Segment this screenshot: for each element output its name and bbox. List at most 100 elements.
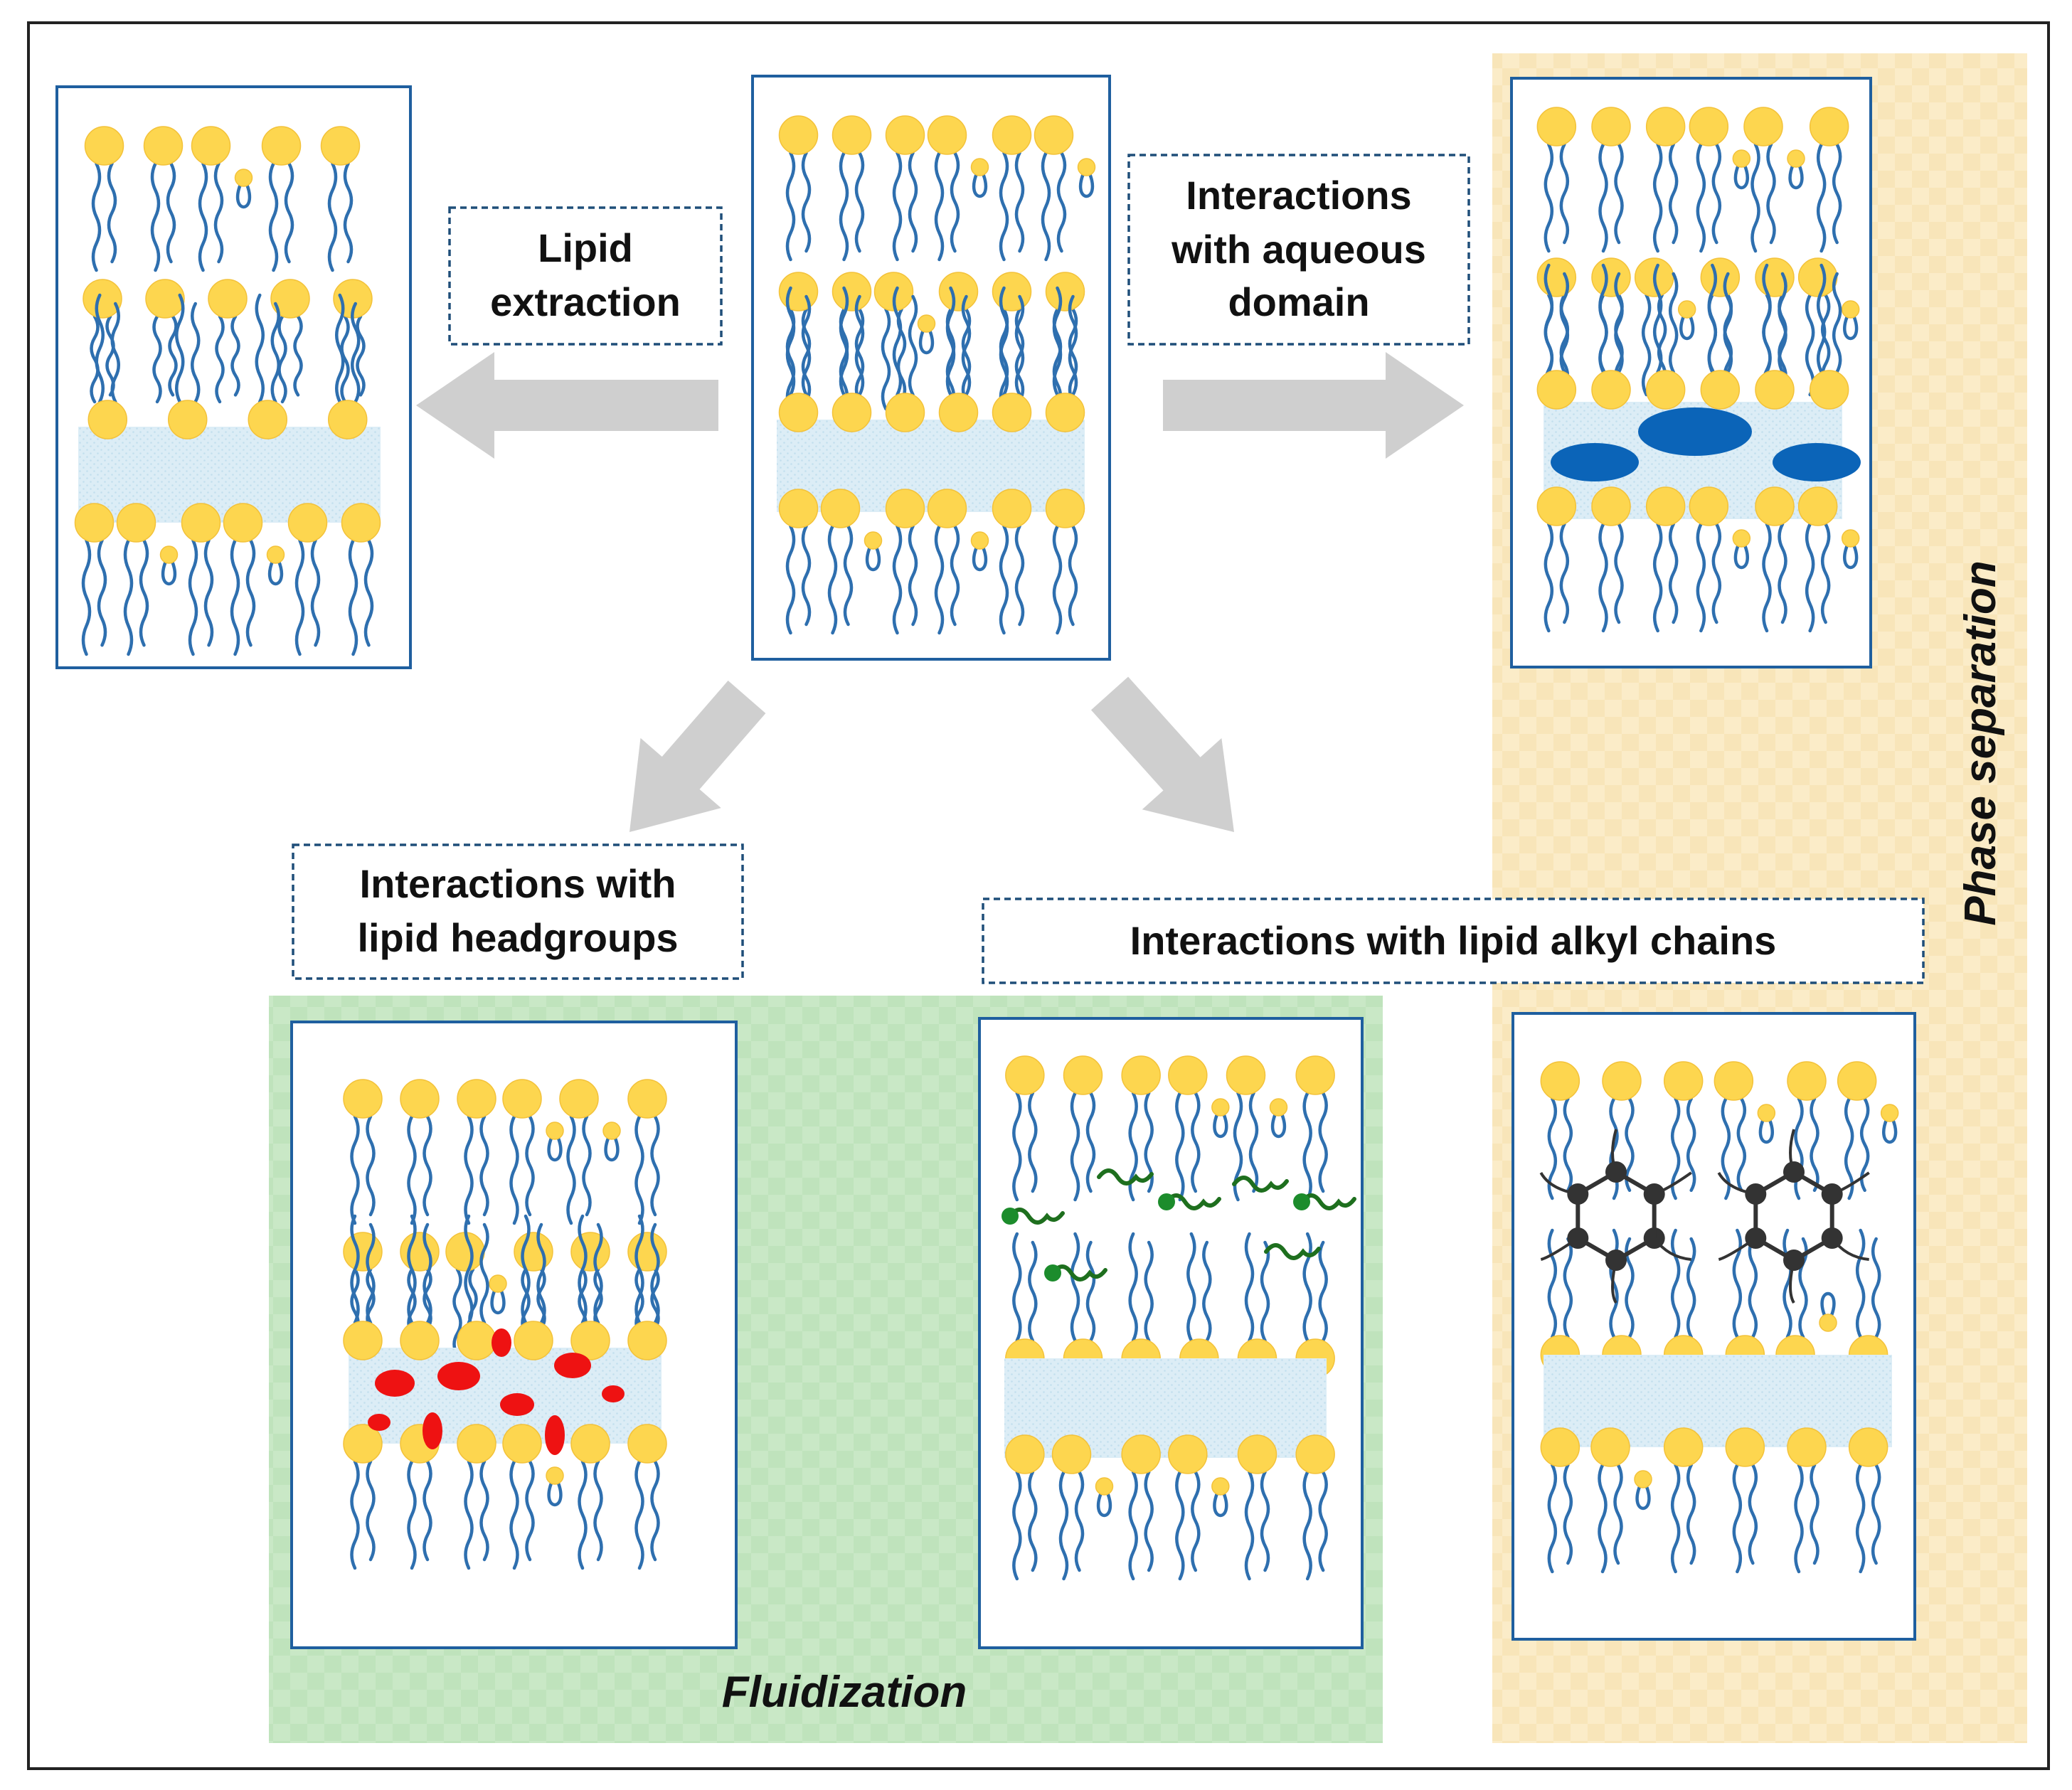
lipid-tail bbox=[1559, 272, 1570, 374]
lipid-tail bbox=[908, 294, 918, 397]
lipid-tail bbox=[1598, 142, 1608, 253]
lipid-tail bbox=[1762, 522, 1772, 633]
lipid-tail bbox=[335, 293, 345, 404]
lipid-tail bbox=[215, 314, 225, 404]
lipid-molecule bbox=[270, 279, 310, 404]
lipid-tail bbox=[277, 314, 287, 404]
label-box-alkyl-chains bbox=[982, 897, 1925, 984]
lipid-molecule bbox=[1063, 1055, 1103, 1202]
aromatic-atom bbox=[1605, 1250, 1627, 1271]
cholesterol-headgroup bbox=[970, 531, 989, 550]
cholesterol-ring bbox=[972, 172, 988, 198]
panel-aqueous-domain bbox=[1510, 77, 1872, 668]
lipid-tail bbox=[1012, 1232, 1022, 1343]
lipid-tail bbox=[839, 286, 849, 397]
lipid-tail bbox=[293, 314, 303, 397]
alkyl-molecule-head bbox=[1158, 1193, 1175, 1210]
cholesterol-headgroup bbox=[970, 158, 989, 176]
lipid-headgroup bbox=[1540, 1427, 1580, 1467]
lipid-tail bbox=[1068, 524, 1078, 627]
lipid-molecule bbox=[502, 1079, 542, 1225]
lipid-tail bbox=[1144, 1240, 1154, 1343]
lipid-tail bbox=[110, 302, 120, 404]
lipid-molecule bbox=[1226, 1055, 1266, 1202]
lipid-tail bbox=[1668, 522, 1679, 624]
cholesterol-ring bbox=[1733, 543, 1749, 570]
lipid-headgroup bbox=[341, 503, 381, 543]
cholesterol-ring bbox=[235, 183, 252, 209]
lipid-molecule bbox=[1034, 115, 1074, 262]
lipid-headgroup bbox=[570, 1321, 610, 1360]
lipid-headgroup bbox=[1645, 370, 1686, 410]
cholesterol-ring bbox=[1843, 314, 1859, 341]
lipid-tail bbox=[1652, 263, 1663, 374]
lipid-tail bbox=[1641, 293, 1652, 397]
lipid-tail bbox=[1028, 1091, 1038, 1193]
panel-native-bilayer bbox=[751, 75, 1111, 661]
cholesterol-headgroup bbox=[266, 545, 285, 564]
process-arrow bbox=[629, 681, 766, 832]
lipid-headgroup bbox=[400, 1079, 440, 1119]
lipid-tail bbox=[1260, 1240, 1270, 1343]
cholesterol-ring bbox=[1788, 164, 1804, 190]
lipid-tail bbox=[934, 524, 945, 635]
aromatic-atom bbox=[1567, 1227, 1589, 1249]
lipid-tail bbox=[351, 302, 361, 404]
lipid-tail bbox=[1052, 286, 1063, 397]
lipid-headgroup bbox=[1591, 257, 1631, 297]
lipid-tail bbox=[1668, 142, 1679, 245]
panel-frame bbox=[751, 75, 1111, 661]
lipid-molecule bbox=[1590, 1427, 1630, 1574]
lipid-molecule bbox=[514, 1214, 553, 1360]
alkyl-molecule-head bbox=[1293, 1193, 1310, 1210]
lipid-tail bbox=[1652, 142, 1663, 253]
lipid-tail bbox=[578, 1214, 588, 1325]
lipid-tail bbox=[245, 538, 256, 647]
lipid-headgroup bbox=[1663, 1427, 1704, 1467]
phase-separation-label: Phase separation bbox=[1956, 560, 2005, 925]
lipid-molecule bbox=[343, 1079, 383, 1225]
lipid-headgroup bbox=[627, 1232, 667, 1272]
cholesterol-headgroup bbox=[1841, 300, 1860, 319]
lipid-tail bbox=[1186, 1232, 1196, 1343]
lipid-molecule bbox=[343, 1424, 383, 1570]
alkyl-chain-molecule bbox=[1051, 1264, 1107, 1282]
cholesterol-ring bbox=[604, 1136, 620, 1162]
lipid-headgroup bbox=[1121, 1434, 1161, 1474]
headgroup-interacting-molecule bbox=[368, 1414, 391, 1431]
lipid-tail bbox=[1318, 1470, 1328, 1572]
lipid-tail bbox=[294, 538, 305, 656]
cholesterol-ring bbox=[267, 560, 284, 586]
lipid-tail bbox=[464, 1459, 474, 1570]
lipid-tail bbox=[198, 161, 208, 272]
lipid-tail bbox=[452, 1267, 462, 1357]
lipid-headgroup bbox=[778, 489, 819, 528]
lipid-headgroup bbox=[514, 1321, 553, 1360]
lipid-headgroup bbox=[885, 115, 925, 155]
cholesterol-headgroup bbox=[1880, 1104, 1899, 1122]
lipid-tail bbox=[407, 1459, 417, 1570]
lipid-headgroup bbox=[457, 1321, 496, 1360]
lipid-molecule bbox=[143, 126, 184, 272]
lipid-tail bbox=[1244, 1232, 1255, 1343]
lipid-tail bbox=[634, 1459, 644, 1570]
lipid-tail bbox=[1085, 1091, 1096, 1193]
lipid-headgroup bbox=[832, 115, 872, 155]
lipid-headgroup bbox=[1591, 107, 1631, 146]
lipid-headgroup bbox=[445, 1232, 485, 1272]
lipid-headgroup bbox=[992, 115, 1032, 155]
lipid-tail bbox=[1614, 272, 1624, 374]
lipid-headgroup bbox=[938, 393, 979, 432]
lipid-headgroup bbox=[208, 279, 248, 319]
alkyl-chain-molecule bbox=[1097, 1168, 1154, 1186]
cholesterol-headgroup bbox=[1634, 1470, 1652, 1488]
lipid-molecule bbox=[1168, 1055, 1208, 1202]
label-lipid-extraction-line-2: extraction bbox=[490, 279, 681, 324]
lipid-headgroup bbox=[400, 1321, 440, 1360]
lipid-tail bbox=[843, 524, 854, 627]
lipid-molecule bbox=[261, 126, 302, 272]
lipid-headgroup bbox=[116, 503, 156, 543]
lipid-molecule bbox=[84, 126, 124, 272]
lipid-headgroup bbox=[1837, 1061, 1877, 1101]
label-box-headgroups bbox=[292, 843, 744, 980]
